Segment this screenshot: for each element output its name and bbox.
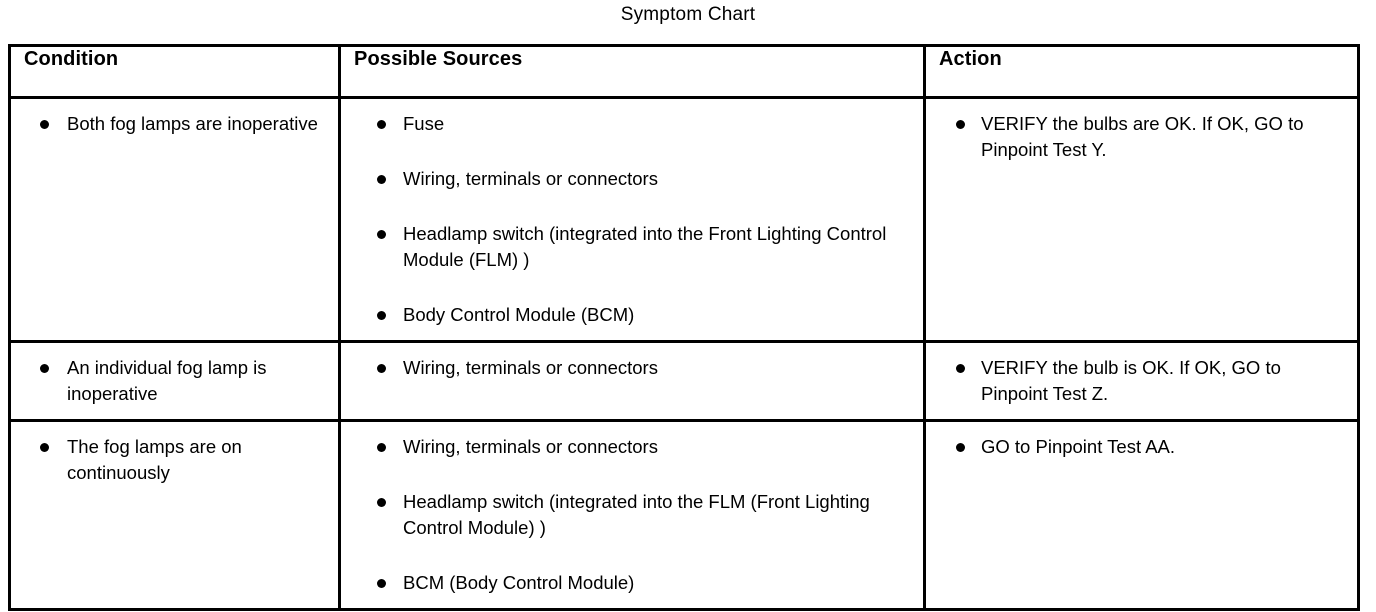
cell-sources-3: Wiring, terminals or connectors Headlamp… — [338, 419, 926, 611]
bullet-list: Fuse Wiring, terminals or connectors Hea… — [341, 111, 913, 328]
cell-condition-1: Both fog lamps are inoperative — [8, 96, 341, 343]
cell-action-3: GO to Pinpoint Test AA. — [923, 419, 1360, 611]
list-item: Wiring, terminals or connectors — [341, 355, 913, 381]
page-title: Symptom Chart — [620, 4, 756, 25]
list-item: Headlamp switch (integrated into the Fro… — [341, 221, 913, 273]
list-item: Body Control Module (BCM) — [341, 302, 913, 328]
cell-action-1: VERIFY the bulbs are OK. If OK, GO to Pi… — [923, 96, 1360, 343]
bullet-list: GO to Pinpoint Test AA. — [926, 434, 1347, 460]
list-item: Wiring, terminals or connectors — [341, 434, 913, 460]
cell-condition-2: An individual fog lamp is inoperative — [8, 340, 341, 422]
cell-condition-3: The fog lamps are on continuously — [8, 419, 341, 611]
cell-sources-1: Fuse Wiring, terminals or connectors Hea… — [338, 96, 926, 343]
symptom-chart-table: Condition Possible Sources Action Both f… — [8, 44, 1360, 611]
list-item: Headlamp switch (integrated into the FLM… — [341, 489, 913, 541]
column-header-possible-sources-label: Possible Sources — [354, 48, 523, 70]
list-item: VERIFY the bulbs are OK. If OK, GO to Pi… — [926, 111, 1347, 163]
table-header-row: Condition Possible Sources Action — [8, 44, 1360, 99]
column-header-condition: Condition — [8, 44, 341, 99]
column-header-condition-label: Condition — [24, 48, 119, 70]
bullet-list: The fog lamps are on continuously — [11, 434, 328, 486]
table-header: Condition Possible Sources Action — [8, 44, 1360, 99]
list-item: Fuse — [341, 111, 913, 137]
column-header-action: Action — [923, 44, 1360, 99]
cell-sources-2: Wiring, terminals or connectors — [338, 340, 926, 422]
list-item: Both fog lamps are inoperative — [11, 111, 328, 137]
bullet-list: An individual fog lamp is inoperative — [11, 355, 328, 407]
cell-action-2: VERIFY the bulb is OK. If OK, GO to Pinp… — [923, 340, 1360, 422]
table-row: Both fog lamps are inoperative Fuse Wiri… — [8, 96, 1360, 343]
bullet-list: VERIFY the bulbs are OK. If OK, GO to Pi… — [926, 111, 1347, 163]
list-item: BCM (Body Control Module) — [341, 570, 913, 596]
list-item: An individual fog lamp is inoperative — [11, 355, 328, 407]
list-item: VERIFY the bulb is OK. If OK, GO to Pinp… — [926, 355, 1347, 407]
bullet-list: VERIFY the bulb is OK. If OK, GO to Pinp… — [926, 355, 1347, 407]
table-row: An individual fog lamp is inoperative Wi… — [8, 340, 1360, 422]
column-header-possible-sources: Possible Sources — [338, 44, 926, 99]
table-row: The fog lamps are on continuously Wiring… — [8, 419, 1360, 611]
table-body: Both fog lamps are inoperative Fuse Wiri… — [8, 96, 1360, 611]
bullet-list: Wiring, terminals or connectors — [341, 355, 913, 381]
list-item: The fog lamps are on continuously — [11, 434, 328, 486]
list-item: Wiring, terminals or connectors — [341, 166, 913, 192]
bullet-list: Both fog lamps are inoperative — [11, 111, 328, 137]
bullet-list: Wiring, terminals or connectors Headlamp… — [341, 434, 913, 596]
column-header-action-label: Action — [939, 48, 1002, 70]
list-item: GO to Pinpoint Test AA. — [926, 434, 1347, 460]
